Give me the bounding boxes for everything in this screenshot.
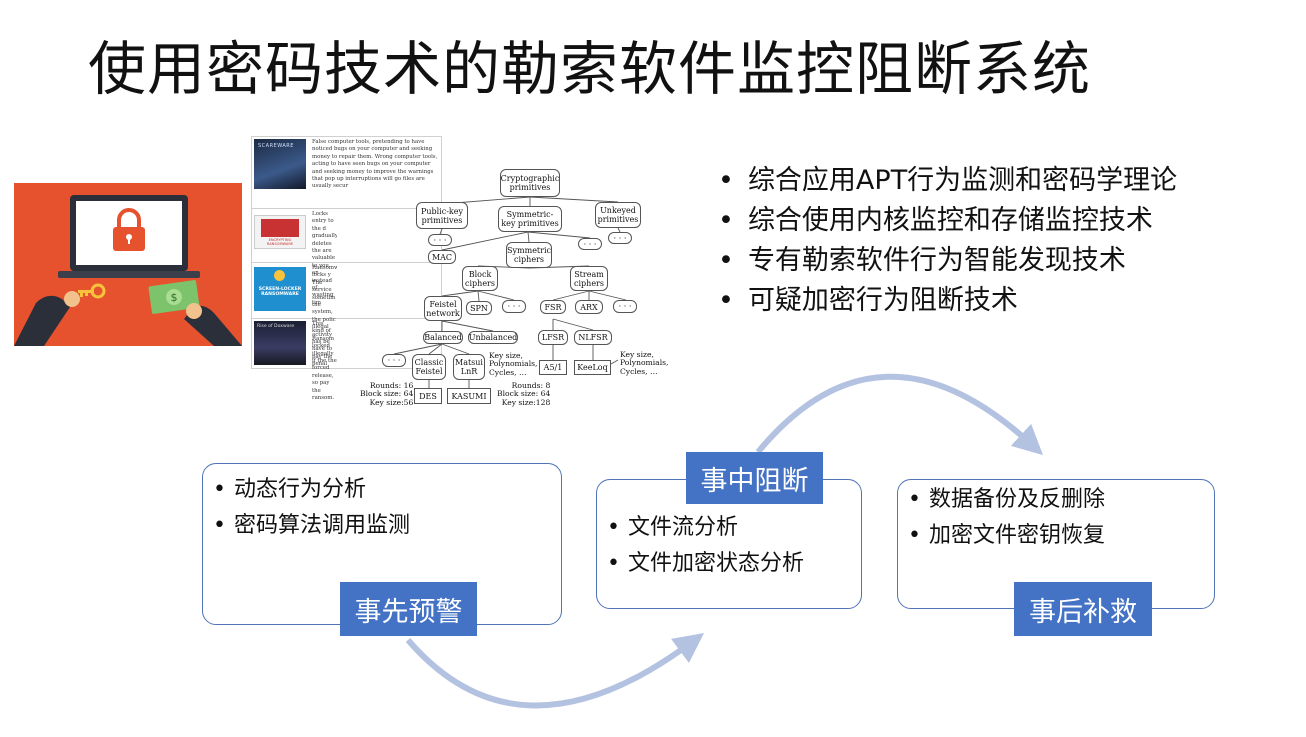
- table-cell-text: This kind of Ransom locked illegally if …: [312, 321, 337, 402]
- table-cell-text: False computer tools, pretending to have…: [312, 139, 438, 190]
- node-ellipsis: · · ·: [502, 300, 526, 313]
- node-unkeyed-primitives: Unkeyed primitives: [595, 202, 641, 228]
- arrow-prewarning-to-blocking: [405, 633, 705, 709]
- slide-title: 使用密码技术的勒索软件监控阻断系统: [88, 35, 1092, 103]
- arrow-blocking-to-remedy: [755, 373, 1044, 456]
- stage-item: 加密文件密钥恢复: [908, 518, 1105, 554]
- node-ellipsis: · · ·: [608, 232, 632, 244]
- ransomware-types-table: SCAREWARE False computer tools, pretendi…: [251, 136, 442, 401]
- stage-item: 数据备份及反删除: [908, 482, 1105, 518]
- bullet-item: 综合应用APT行为监测和密码学理论: [718, 161, 1177, 201]
- node-mac: MAC: [428, 250, 456, 264]
- stage-prewarning-tag: 事先预警: [340, 582, 477, 636]
- node-arx: ARX: [575, 300, 603, 314]
- node-keeloq: KeeLoq: [574, 360, 611, 375]
- node-classic-feistel: Classic Feistel: [412, 354, 446, 380]
- screen-locker-thumbnail: SCREEN-LOCKER RANSOMWARE: [254, 267, 306, 311]
- node-ellipsis: · · ·: [382, 354, 406, 367]
- crypto-primitives-tree: Cryptographic primitives Public-key prim…: [356, 164, 669, 414]
- label-des-params: Rounds: 16 Block size: 64 Key size:56: [360, 381, 414, 407]
- label-kasumi-params: Rounds: 8 Block size: 64 Key size:128: [497, 381, 551, 407]
- stage-blocking-tag: 事中阻断: [686, 452, 823, 504]
- svg-text:$: $: [171, 291, 178, 304]
- stage-item: 密码算法调用监测: [213, 508, 410, 544]
- node-public-key-primitives: Public-key primitives: [416, 202, 468, 229]
- stage-item: 动态行为分析: [213, 472, 410, 508]
- node-kasumi: KASUMI: [447, 388, 491, 404]
- node-feistel-network: Feistel network: [424, 296, 462, 321]
- scareware-thumbnail: SCAREWARE: [254, 139, 306, 189]
- bullet-item: 专有勒索软件行为智能发现技术: [718, 241, 1177, 281]
- node-stream-ciphers: Stream ciphers: [570, 266, 608, 291]
- node-fsr: FSR: [540, 300, 566, 314]
- table-cell-text: Ransomware locks y The service sometim t…: [312, 265, 337, 368]
- stage-item: 文件加密状态分析: [607, 546, 804, 582]
- table-row: SCREEN-LOCKER RANSOMWARE Ransomware lock…: [252, 263, 441, 367]
- stage-item-list: 数据备份及反删除 加密文件密钥恢复: [908, 482, 1105, 554]
- stage-item-list: 动态行为分析 密码算法调用监测: [213, 472, 410, 544]
- stage-item: 文件流分析: [607, 510, 804, 546]
- ransomware-illustration: $: [14, 183, 242, 346]
- node-nlfsr: NLFSR: [574, 330, 612, 345]
- node-ellipsis: · · ·: [578, 238, 602, 250]
- node-block-ciphers: Block ciphers: [462, 266, 498, 291]
- node-symmetric-ciphers: Symmetric ciphers: [506, 242, 552, 268]
- table-cell-text: Locks entry to the d gradually deletes t…: [312, 211, 337, 306]
- label-key-size: Key size, Polynomials, Cycles, …: [620, 350, 669, 376]
- doxware-thumbnail: Rise of Doxware: [254, 321, 306, 365]
- feature-bullet-list: 综合应用APT行为监测和密码学理论 综合使用内核监控和存储监控技术 专有勒索软件…: [718, 161, 1177, 321]
- table-row: Rise of Doxware This kind of Ransom lock…: [252, 319, 441, 401]
- node-symmetric-key-primitives: Symmetric-key primitives: [498, 206, 562, 232]
- node-balanced: Balanced: [423, 331, 463, 344]
- node-ellipsis: · · ·: [613, 300, 637, 313]
- bullet-item: 可疑加密行为阻断技术: [718, 281, 1177, 321]
- label-key-size: Key size, Polynomials, Cycles, …: [489, 351, 538, 377]
- table-row: ENCRYPTING RANSOMWARE Locks entry to the…: [252, 209, 441, 306]
- node-ellipsis: · · ·: [428, 234, 452, 246]
- node-des: DES: [414, 388, 442, 404]
- bullet-item: 综合使用内核监控和存储监控技术: [718, 201, 1177, 241]
- node-unbalanced: Unbalanced: [468, 331, 518, 344]
- encrypting-ransomware-thumbnail: ENCRYPTING RANSOMWARE: [254, 215, 306, 249]
- stage-remedy-tag: 事后补救: [1014, 582, 1152, 636]
- node-matsui-lnr: Matsui LnR: [453, 354, 485, 380]
- node-cryptographic-primitives: Cryptographic primitives: [500, 169, 560, 197]
- node-a51: A5/1: [539, 360, 567, 375]
- node-spn: SPN: [466, 301, 492, 315]
- stage-item-list: 文件流分析 文件加密状态分析: [607, 510, 804, 582]
- table-row: SCAREWARE False computer tools, pretendi…: [252, 137, 441, 209]
- node-lfsr: LFSR: [538, 330, 568, 345]
